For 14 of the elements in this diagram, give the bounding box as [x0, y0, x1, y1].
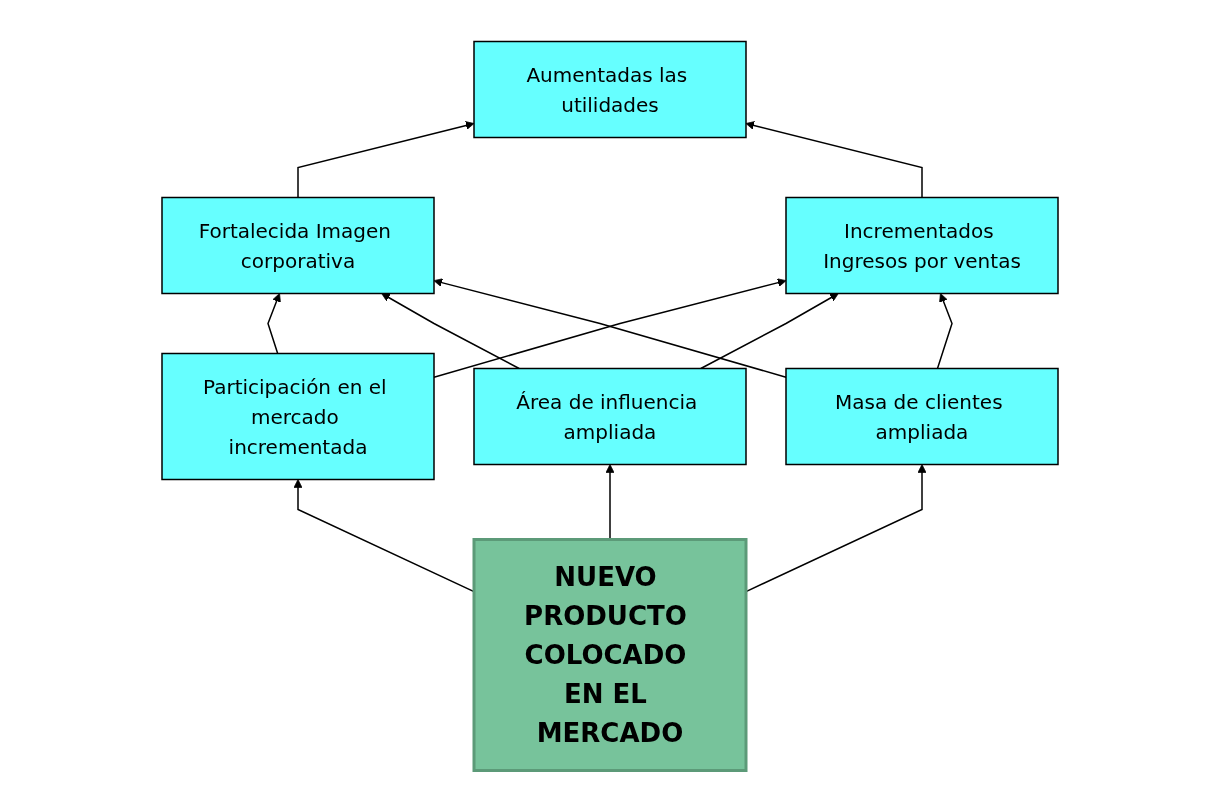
arrow	[936, 292, 953, 369]
node-box: Fortalecida Imagen corporativa	[161, 196, 435, 294]
arrow	[700, 292, 839, 369]
node-box: NUEVO PRODUCTO COLOCADO EN EL MERCADO	[472, 537, 748, 772]
arrow	[293, 478, 475, 592]
arrow	[267, 292, 281, 354]
node-box: Aumentadas las utilidades	[473, 40, 747, 138]
arrow	[605, 463, 615, 540]
node-box: Masa de clientes ampliada	[785, 367, 1059, 465]
node-box: Área de influencia ampliada	[473, 367, 747, 465]
node-box: Incrementados Ingresos por ventas	[785, 196, 1059, 294]
arrow	[297, 120, 475, 198]
node-box: Participación en el mercado incrementada	[161, 352, 435, 480]
arrow	[381, 292, 520, 369]
